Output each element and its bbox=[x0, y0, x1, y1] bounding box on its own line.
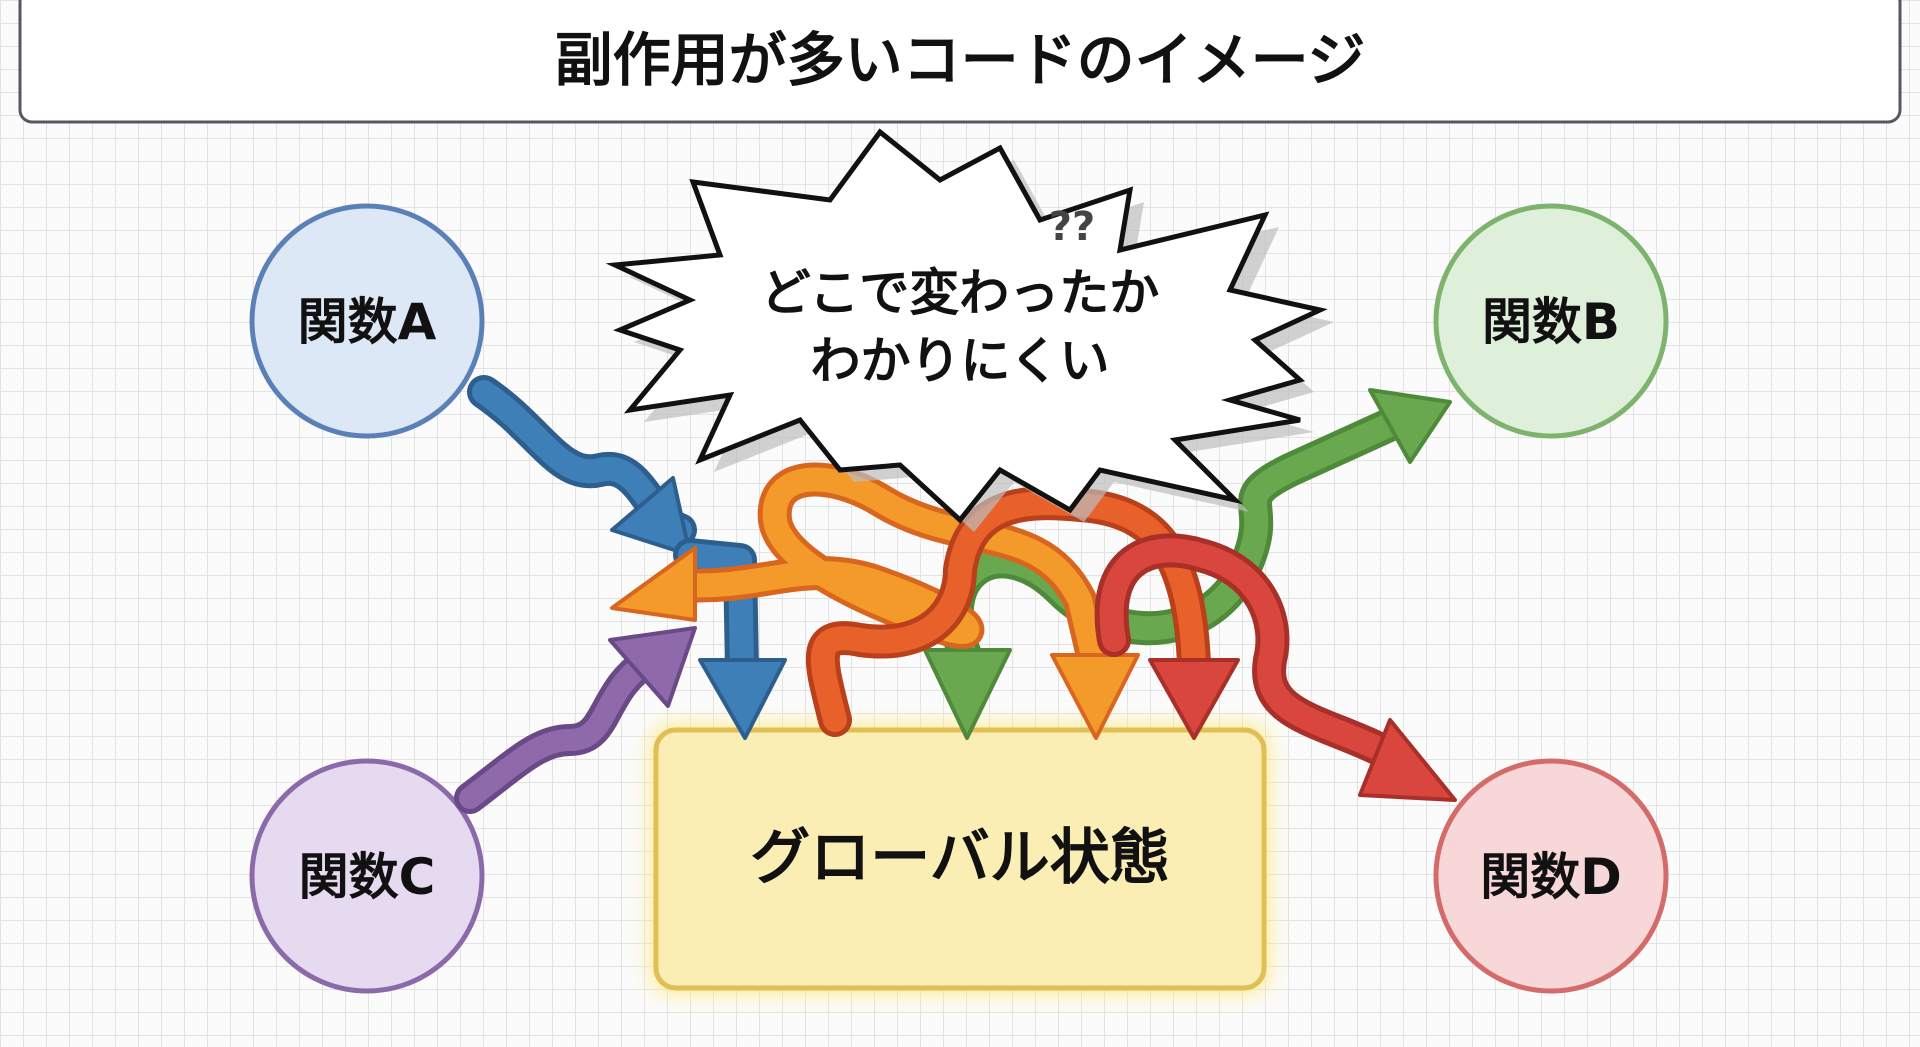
node-function-a: 関数A bbox=[249, 203, 485, 439]
arrow-orange-loop bbox=[610, 462, 1140, 740]
node-function-b: 関数B bbox=[1433, 203, 1669, 439]
node-label-b: 関数B bbox=[1482, 293, 1620, 351]
node-label-a: 関数A bbox=[298, 293, 437, 351]
burst-line-1: どこで変わったか bbox=[761, 264, 1160, 322]
arrow-red-orange bbox=[805, 486, 1240, 740]
page-title: 副作用が多いコードのイメージ bbox=[555, 26, 1366, 94]
exclamation-burst: ?? どこで変わったか わかりにくい bbox=[605, 128, 1334, 532]
burst-line-2: わかりにくい bbox=[811, 332, 1110, 390]
global-state-label: グローバル状態 bbox=[750, 823, 1169, 893]
arrow-c-to-state bbox=[454, 626, 697, 814]
node-label-c: 関数C bbox=[299, 848, 436, 906]
arrow-a-to-state bbox=[467, 375, 787, 740]
global-state-box: グローバル状態 bbox=[650, 724, 1270, 994]
node-function-c: 関数C bbox=[249, 758, 485, 994]
arrow-state-to-d bbox=[1094, 533, 1457, 802]
node-function-d: 関数D bbox=[1433, 758, 1669, 994]
title-box: 副作用が多いコードのイメージ bbox=[18, 0, 1902, 124]
node-label-d: 関数D bbox=[1480, 848, 1622, 906]
question-marks: ?? bbox=[1049, 204, 1095, 250]
